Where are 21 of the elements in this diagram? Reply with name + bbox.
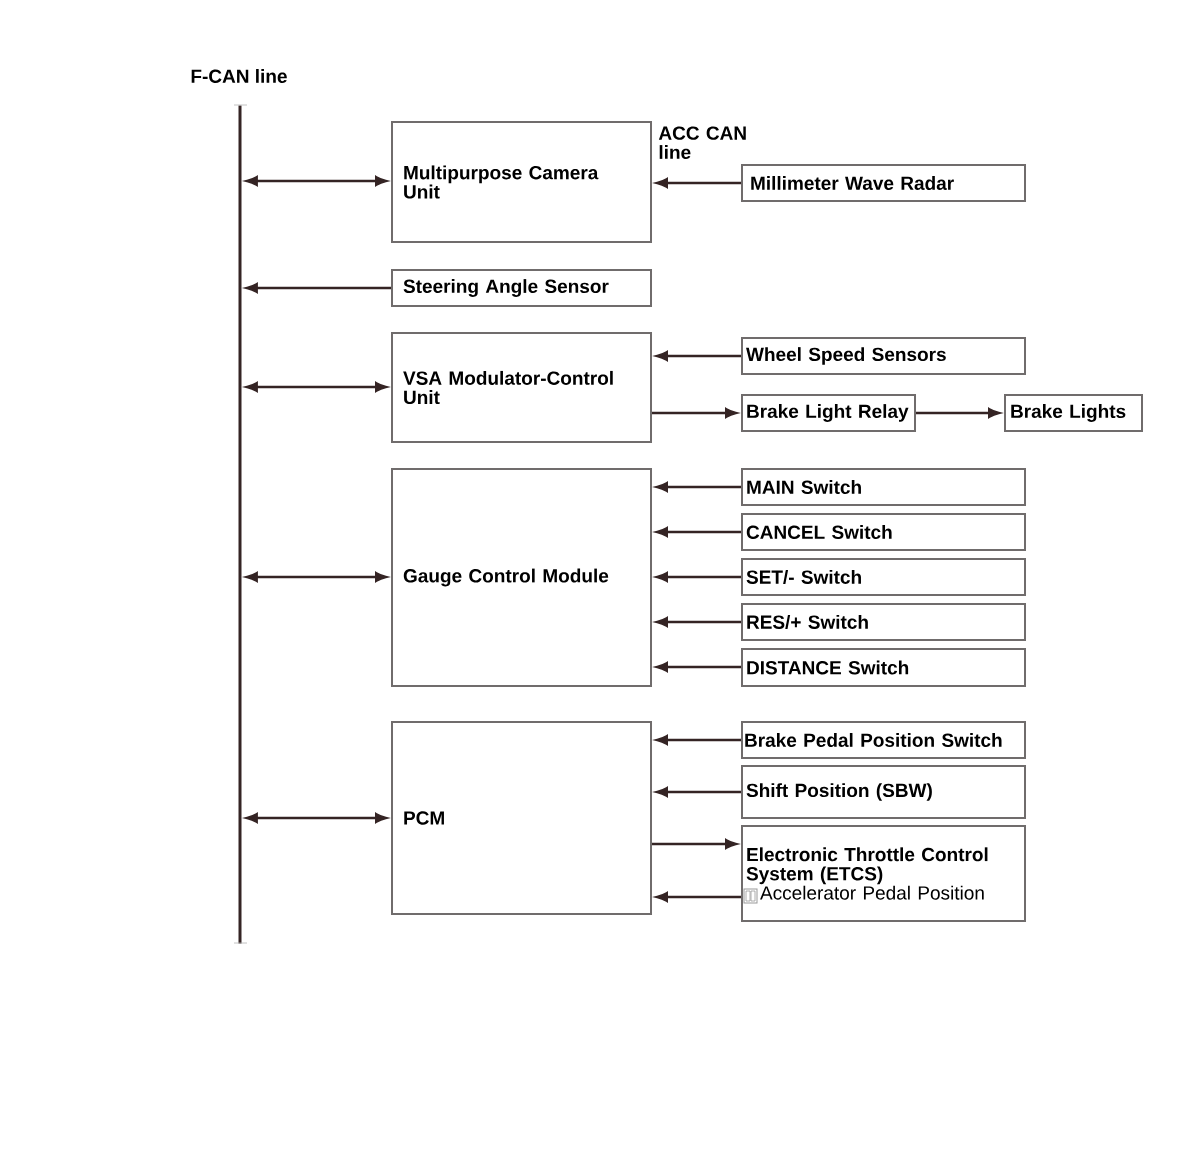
- component-box: CANCEL Switch: [741, 513, 1026, 551]
- module-box: PCM: [391, 721, 652, 915]
- component-box: Wheel Speed Sensors: [741, 337, 1026, 375]
- component-box: Electronic Throttle Control System (ETCS) Accelerator Pedal Position: [741, 825, 1026, 922]
- component-box: Millimeter Wave Radar: [741, 164, 1026, 202]
- arrow: [245, 282, 391, 294]
- module-box: VSA Modulator-Control Unit: [391, 332, 652, 443]
- component-box: MAIN Switch: [741, 468, 1026, 506]
- bus-line: [233, 104, 248, 944]
- module-box: Gauge Control Module: [391, 468, 652, 687]
- component-box: SET/- Switch: [741, 558, 1026, 596]
- component-box: Shift Position (SBW): [741, 765, 1026, 819]
- component-box: Brake Light Relay: [741, 394, 916, 432]
- component-box: Brake Pedal Position Switch: [741, 721, 1026, 759]
- module-box: Multipurpose Camera Unit: [391, 121, 652, 243]
- module-box: Steering Angle Sensor: [391, 269, 652, 307]
- component-box: DISTANCE Switch: [741, 648, 1026, 687]
- component-box: RES/+ Switch: [741, 603, 1026, 641]
- edge-label: ACC CAN line: [656, 124, 761, 162]
- line-label: F-CAN line: [191, 69, 287, 83]
- component-box: Brake Lights: [1004, 394, 1143, 432]
